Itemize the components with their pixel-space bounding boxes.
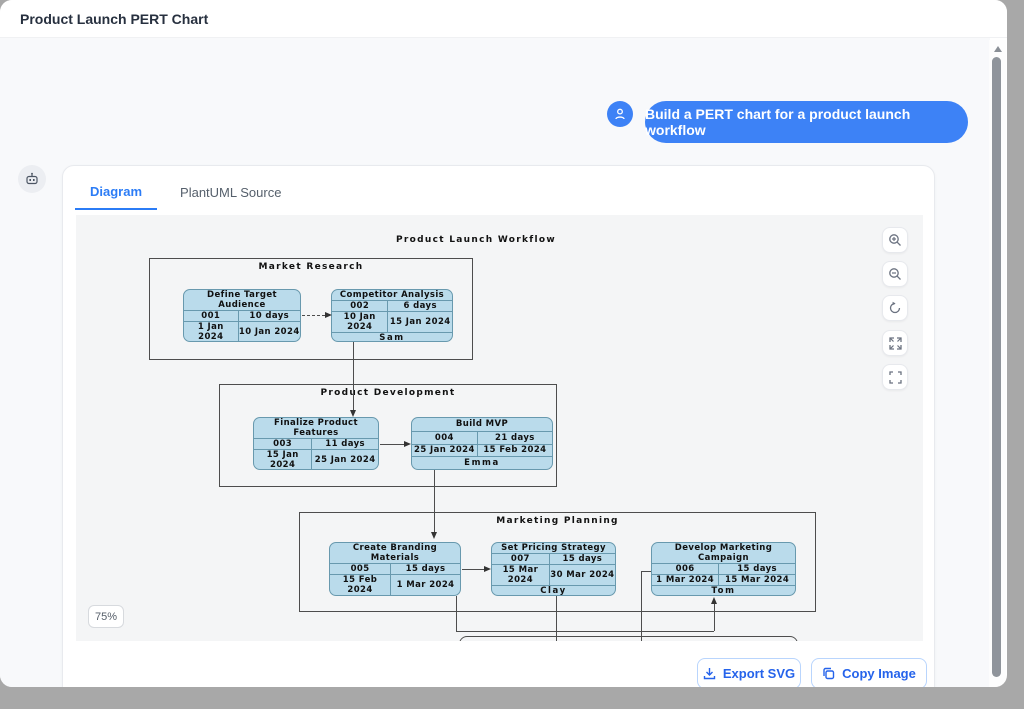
scrollbar-up-arrow[interactable] [994, 46, 1002, 52]
assistant-avatar [18, 165, 46, 193]
arrowhead [431, 532, 437, 539]
tab-diagram-label: Diagram [90, 183, 143, 199]
group-product-development: Product Development [219, 384, 557, 487]
zoom-out-icon [888, 267, 902, 281]
zoom-in-icon [888, 233, 902, 247]
connector-006-next-across [641, 571, 651, 572]
tab-diagram[interactable]: Diagram [75, 174, 158, 210]
task-title: Develop Marketing Campaign [674, 543, 773, 563]
chat-message-bubble: Build a PERT chart for a product launch … [645, 101, 968, 143]
task-owner: Emma [412, 456, 552, 469]
zoom-in-button[interactable] [882, 227, 908, 253]
connector-001-002 [302, 315, 325, 316]
arrowhead [484, 566, 491, 572]
result-card: Diagram PlantUML Source Product Launch W… [62, 165, 935, 687]
task-owner: Sam [332, 332, 452, 341]
copy-icon [822, 667, 835, 680]
connector-002-003 [353, 342, 354, 411]
task-owner: Tom [652, 585, 795, 595]
person-icon [613, 107, 627, 121]
tab-plantuml-source[interactable]: PlantUML Source [165, 174, 296, 210]
diagram-title: Product Launch Workflow [396, 235, 556, 245]
copy-image-button[interactable]: Copy Image [811, 658, 927, 687]
group-title: Market Research [258, 262, 364, 272]
app-window: Product Launch PERT Chart Build a PERT c… [0, 0, 1007, 687]
download-icon [703, 667, 716, 680]
arrowhead [404, 441, 411, 447]
tab-bar: Diagram PlantUML Source [75, 174, 296, 210]
fullscreen-button[interactable] [882, 364, 908, 390]
task-title: Build MVP [455, 419, 509, 430]
export-svg-label: Export SVG [722, 666, 796, 681]
zoom-level-badge: 75% [88, 605, 124, 628]
robot-icon [24, 171, 40, 187]
page-title: Product Launch PERT Chart [20, 10, 209, 27]
group-market-research: Market Research [149, 258, 473, 360]
task-title: Set Pricing Strategy [501, 543, 606, 553]
fullscreen-icon [888, 370, 902, 384]
zoom-out-button[interactable] [882, 261, 908, 287]
task-title: Competitor Analysis [339, 290, 445, 300]
title-bar: Product Launch PERT Chart [0, 0, 1007, 38]
chat-message-text: Build a PERT chart for a product launch … [645, 106, 911, 138]
tab-plantuml-label: PlantUML Source [180, 184, 282, 200]
scrollbar-thumb[interactable] [992, 57, 1001, 677]
arrowhead [711, 597, 717, 604]
arrowhead [350, 410, 356, 417]
group-title: Product Development [320, 388, 456, 398]
content-area: Build a PERT chart for a product launch … [0, 38, 990, 687]
connector-007-next [556, 596, 557, 641]
expand-arrows-icon [888, 336, 902, 350]
task-title: Define Target Audience [207, 290, 277, 310]
copy-image-label: Copy Image [842, 666, 916, 681]
export-svg-button[interactable]: Export SVG [697, 658, 801, 687]
connector-005-007 [462, 569, 484, 570]
user-avatar [607, 101, 633, 127]
group-title: Marketing Planning [496, 516, 619, 526]
task-title: Create Branding Materials [352, 543, 438, 563]
connector-006-next-down [641, 571, 642, 641]
task-title: Finalize Product Features [274, 418, 358, 438]
fit-view-button[interactable] [882, 330, 908, 356]
clipped-next-node [459, 636, 798, 641]
reset-view-button[interactable] [882, 295, 908, 321]
connector-003-004 [380, 444, 404, 445]
connector-005-006-across [456, 631, 714, 632]
task-owner: Clay [492, 585, 615, 595]
diagram-canvas[interactable]: Product Launch Workflow Market Research … [76, 215, 923, 641]
connector-005-006-up [714, 603, 715, 631]
arrowhead [325, 312, 332, 318]
connector-004-005 [434, 470, 435, 533]
task-owner: Lena [330, 595, 460, 596]
connector-005-006-down [456, 596, 457, 631]
group-marketing-planning: Marketing Planning [299, 512, 816, 612]
reset-icon [888, 301, 902, 315]
